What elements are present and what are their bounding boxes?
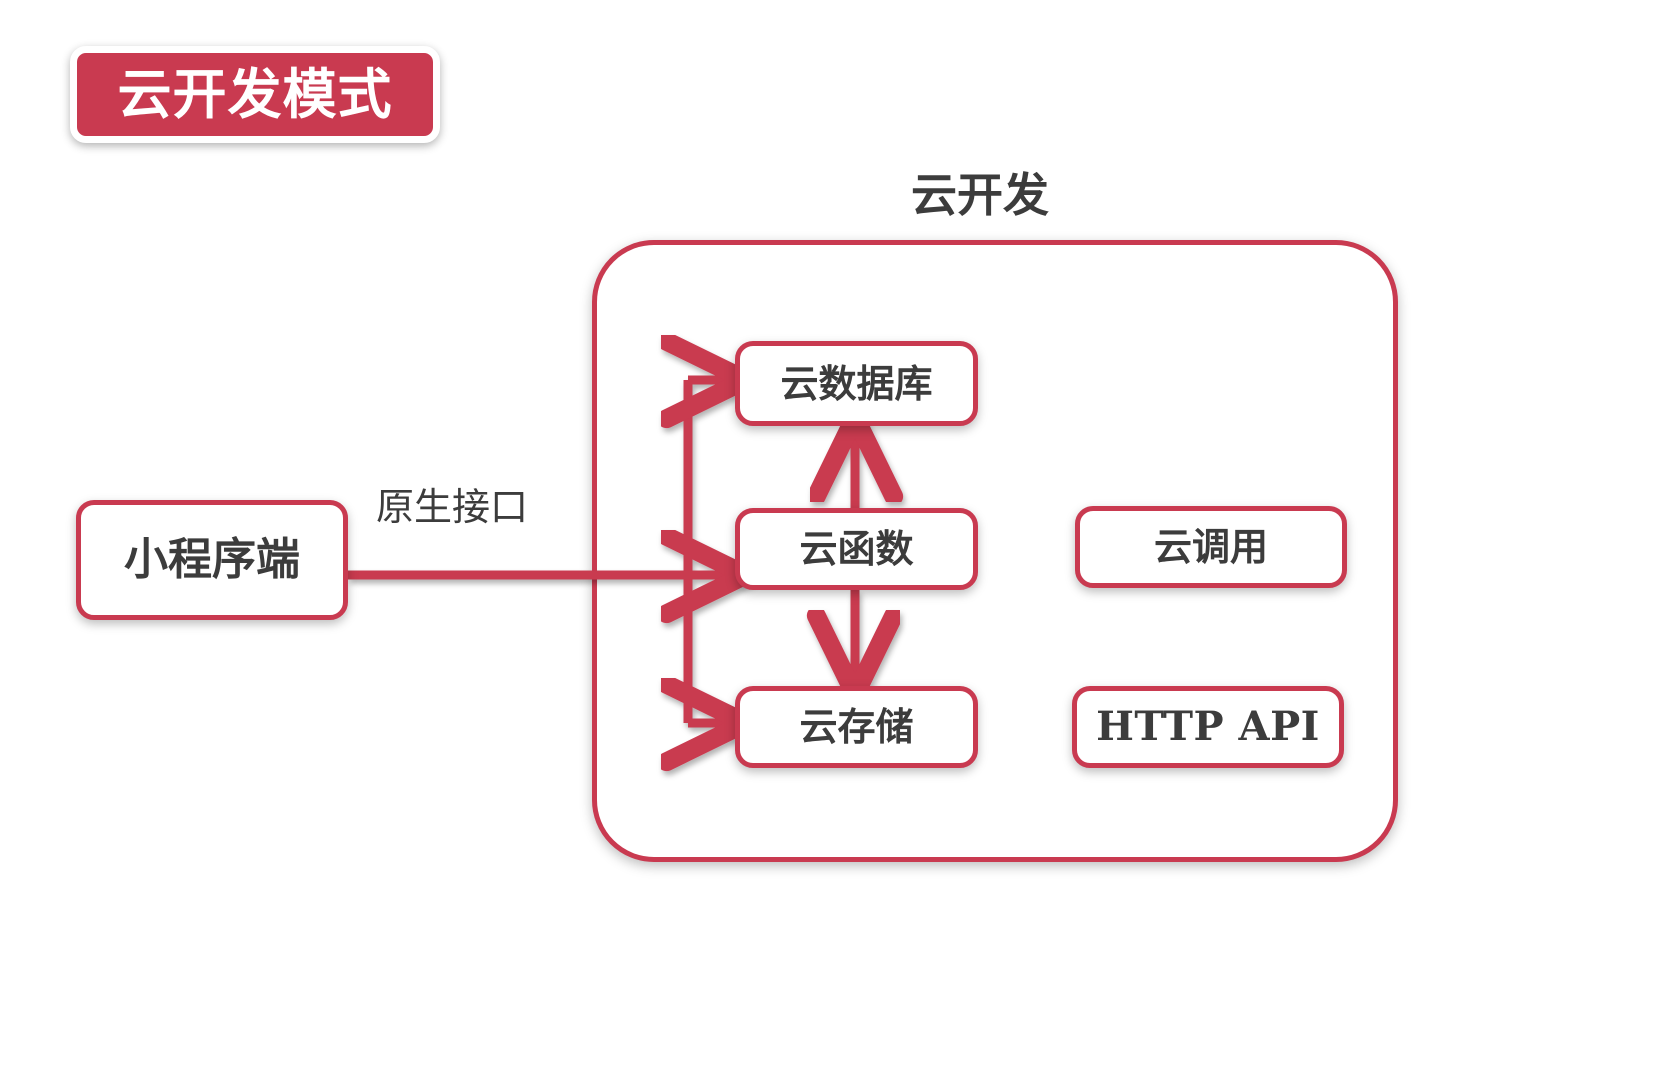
node-cloud-call[interactable]: 云调用 — [1075, 506, 1347, 588]
node-cloud-call-label: 云调用 — [1153, 525, 1268, 569]
edge-label-native-interface: 原生接口 — [376, 485, 529, 529]
section-heading-cloud-development: 云开发 — [911, 168, 1049, 222]
node-cloud-database[interactable]: 云数据库 — [735, 341, 978, 426]
node-http-api-label: HTTP API — [1096, 703, 1320, 750]
node-http-api[interactable]: HTTP API — [1072, 686, 1344, 768]
title-badge: 云开发模式 — [70, 46, 440, 143]
node-cloud-storage[interactable]: 云存储 — [735, 686, 978, 768]
node-cloud-storage-label: 云存储 — [799, 705, 914, 749]
title-badge-label: 云开发模式 — [117, 62, 393, 126]
node-cloud-database-label: 云数据库 — [780, 361, 933, 406]
node-cloud-function[interactable]: 云函数 — [735, 508, 978, 590]
node-mini-program-client-label: 小程序端 — [124, 534, 300, 585]
node-mini-program-client[interactable]: 小程序端 — [76, 500, 348, 620]
node-cloud-function-label: 云函数 — [799, 527, 914, 571]
